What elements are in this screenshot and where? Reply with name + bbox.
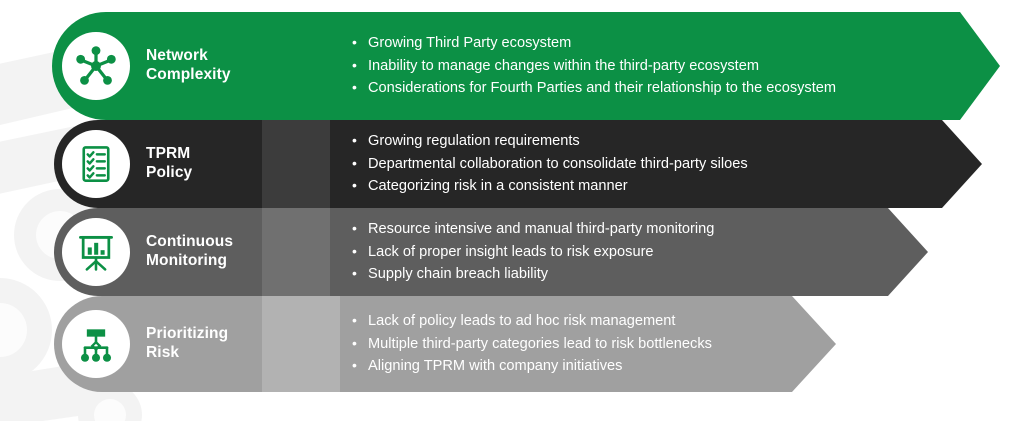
bullet-text: Resource intensive and manual third-part… xyxy=(368,220,715,237)
pill-continuous-monitoring[interactable]: Continuous Monitoring xyxy=(52,208,233,296)
bullet-list-tprm-policy: • Growing regulation requirements • Depa… xyxy=(352,120,748,208)
bullet-item: • Growing Third Party ecosystem xyxy=(352,32,836,55)
bullet-text: Departmental collaboration to consolidat… xyxy=(368,155,748,172)
row-banner-shape xyxy=(54,208,928,296)
bullet-item: • Lack of proper insight leads to risk e… xyxy=(352,241,714,264)
bullet-dot-icon: • xyxy=(352,177,357,194)
bullet-text: Lack of proper insight leads to risk exp… xyxy=(368,243,654,260)
pill-network-complexity[interactable]: Network Complexity xyxy=(52,12,231,120)
bullet-item: • Categorizing risk in a consistent mann… xyxy=(352,175,748,198)
bullet-dot-icon: • xyxy=(352,334,357,351)
org-hierarchy-icon xyxy=(62,310,130,378)
bullet-item: • Multiple third-party categories lead t… xyxy=(352,333,712,356)
row-prioritizing-risk[interactable]: Prioritizing Risk • Lack of policy leads… xyxy=(0,296,1024,392)
bullet-text: Considerations for Fourth Parties and th… xyxy=(368,80,837,97)
bullet-dot-icon: • xyxy=(352,265,357,282)
bullet-dot-icon: • xyxy=(352,33,357,50)
bullet-dot-icon: • xyxy=(352,154,357,171)
pill-title: Prioritizing Risk xyxy=(146,325,229,361)
bullet-list-continuous-monitoring: • Resource intensive and manual third-pa… xyxy=(352,208,714,296)
bullet-text: Inability to manage changes within the t… xyxy=(368,57,759,74)
checklist-clipboard-icon xyxy=(62,130,130,198)
bullet-dot-icon: • xyxy=(352,56,357,73)
bullet-item: • Considerations for Fourth Parties and … xyxy=(352,77,836,100)
row-tprm-policy[interactable]: TPRM Policy • Growing regulation require… xyxy=(0,120,1024,208)
pill-title: Network Complexity xyxy=(146,47,231,83)
network-hub-icon xyxy=(62,32,130,100)
bullet-text: Multiple third-party categories lead to … xyxy=(368,335,712,352)
bullet-item: • Lack of policy leads to ad hoc risk ma… xyxy=(352,310,712,333)
bullet-text: Supply chain breach liability xyxy=(368,266,549,283)
bullet-list-prioritizing-risk: • Lack of policy leads to ad hoc risk ma… xyxy=(352,296,712,392)
row-network-complexity[interactable]: Network Complexity • Growing Third Party… xyxy=(0,12,1024,120)
bullet-text: Growing Third Party ecosystem xyxy=(368,34,572,51)
row-banner-shape xyxy=(54,296,836,392)
presentation-bar-chart-icon xyxy=(62,218,130,286)
bullet-dot-icon: • xyxy=(352,357,357,374)
bullet-text: Aligning TPRM with company initiatives xyxy=(368,358,623,375)
bullet-item: • Resource intensive and manual third-pa… xyxy=(352,218,714,241)
bullet-item: • Departmental collaboration to consolid… xyxy=(352,153,748,176)
bullet-dot-icon: • xyxy=(352,311,357,328)
pill-title: TPRM Policy xyxy=(146,145,193,181)
row-continuous-monitoring[interactable]: Continuous Monitoring • Resource intensi… xyxy=(0,208,1024,296)
row-banner-shape xyxy=(54,120,982,208)
bullet-dot-icon: • xyxy=(352,219,357,236)
row-banner-shape xyxy=(52,12,1000,120)
bullet-item: • Aligning TPRM with company initiatives xyxy=(352,355,712,378)
bullet-dot-icon: • xyxy=(352,131,357,148)
bullet-text: Growing regulation requirements xyxy=(368,132,580,149)
pill-title: Continuous Monitoring xyxy=(146,233,234,269)
bullet-item: • Inability to manage changes within the… xyxy=(352,55,836,78)
bullet-dot-icon: • xyxy=(352,79,357,96)
bullet-dot-icon: • xyxy=(352,242,357,259)
bullet-text: Categorizing risk in a consistent manner xyxy=(368,178,628,195)
pill-prioritizing-risk[interactable]: Prioritizing Risk xyxy=(52,296,228,392)
bullet-text: Lack of policy leads to ad hoc risk mana… xyxy=(368,312,676,329)
pill-tprm-policy[interactable]: TPRM Policy xyxy=(52,120,192,208)
bullet-item: • Supply chain breach liability xyxy=(352,263,714,286)
bullet-list-network-complexity: • Growing Third Party ecosystem • Inabil… xyxy=(352,12,836,120)
bullet-item: • Growing regulation requirements xyxy=(352,130,748,153)
